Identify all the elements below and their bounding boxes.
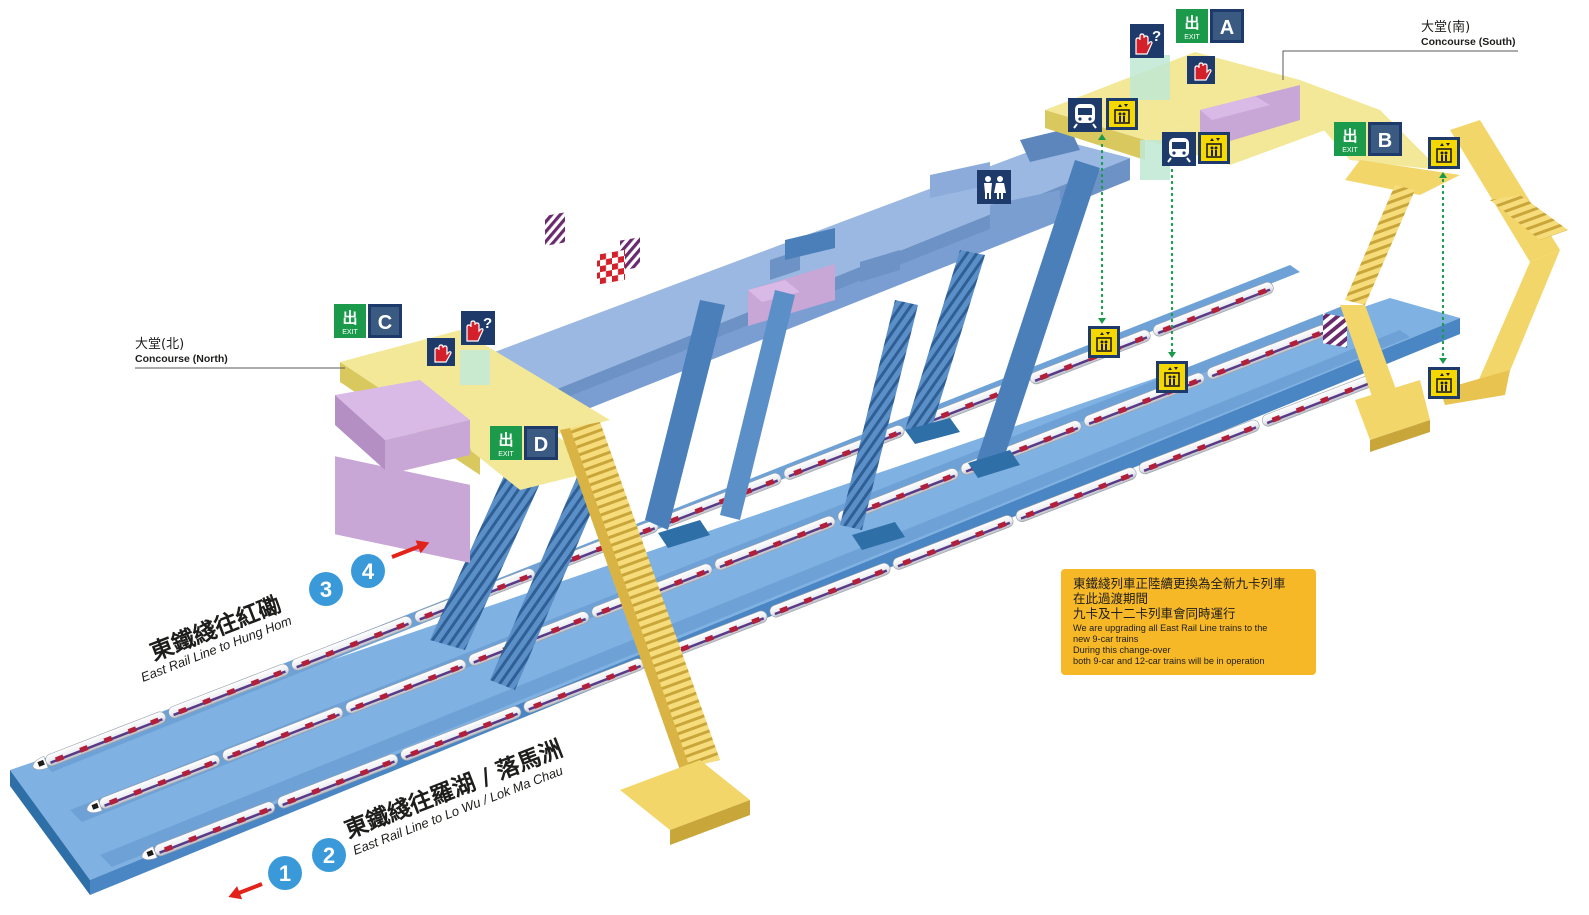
- exit-letter: D: [534, 434, 548, 456]
- checkered-block: [597, 249, 625, 285]
- notice-en-line: We are upgrading all East Rail Line trai…: [1073, 623, 1268, 633]
- exit-sign-b: 出 EXIT B: [1334, 122, 1402, 156]
- concourse-south-zh: 大堂(南): [1421, 19, 1470, 35]
- lift-icon: [1197, 131, 1231, 165]
- exit-label: EXIT: [498, 451, 514, 458]
- platform-number: 2: [323, 843, 335, 868]
- escalator-exit-d: [560, 422, 750, 845]
- train-icon: [1067, 97, 1103, 133]
- platform-numbers-upper: 3 4: [309, 554, 385, 606]
- ticket-machine-icon: [426, 337, 456, 367]
- arrow-icon: [391, 540, 430, 559]
- concourse-south-label: 大堂(南) Concourse (South): [1282, 19, 1518, 80]
- exit-label: EXIT: [1342, 147, 1358, 154]
- concourse-north-zh: 大堂(北): [135, 337, 184, 352]
- train-upgrade-notice: 東鐵綫列車正陸續更換為全新九卡列車 在此過渡期間 九卡及十二卡列車會同時運行 W…: [1061, 569, 1316, 675]
- concourse-south-en: Concourse (South): [1421, 36, 1516, 48]
- platform-number: 4: [362, 559, 375, 584]
- svg-text:出: 出: [1342, 127, 1357, 145]
- notice-zh-line: 九卡及十二卡列車會同時運行: [1073, 606, 1236, 621]
- notice-en-line: During this change-over: [1073, 645, 1171, 655]
- lift-icon: [1155, 360, 1189, 394]
- exit-letter: C: [378, 312, 392, 334]
- exit-sign-c: 出 EXIT C: [334, 304, 402, 338]
- lift-icon: [1087, 325, 1121, 359]
- customer-service-icon: [460, 310, 496, 346]
- toilet-icon: [977, 170, 1011, 204]
- platform-numbers-lower: 1 2: [268, 838, 346, 890]
- lift-icon: [1105, 97, 1139, 131]
- exit-label: EXIT: [342, 329, 358, 336]
- lift-icon: [1427, 136, 1461, 170]
- exit-sign-d: 出 EXIT D: [490, 426, 558, 460]
- exit-sign-a: 出 EXIT A: [1176, 9, 1244, 43]
- hatch-block-north: [545, 212, 565, 246]
- exit-letter: A: [1220, 17, 1234, 39]
- notice-en-line: new 9-car trains: [1073, 634, 1139, 644]
- notice-zh-line: 在此過渡期間: [1073, 591, 1149, 606]
- exit-label: EXIT: [1184, 34, 1200, 41]
- escalator-exit-b: [1340, 120, 1568, 452]
- escalators-blue: [430, 160, 1100, 690]
- exit-letter: B: [1378, 130, 1392, 152]
- concourse-north-label: 大堂(北) Concourse (North): [135, 337, 345, 369]
- glass-lift-north: [460, 350, 490, 385]
- customer-service-icon: [1129, 23, 1165, 59]
- concourse-north-en: Concourse (North): [135, 353, 228, 365]
- arrow-icon: [228, 882, 263, 900]
- platform-number: 1: [279, 861, 291, 886]
- train-icon: [1161, 131, 1197, 167]
- lift-connections: [1100, 143, 1445, 362]
- platform-number: 3: [320, 577, 332, 602]
- lift-icon: [1427, 366, 1461, 400]
- notice-zh-line: 東鐵綫列車正陸續更換為全新九卡列車: [1073, 576, 1286, 591]
- svg-text:出: 出: [498, 431, 513, 449]
- svg-text:出: 出: [342, 309, 357, 327]
- ticket-machine-icon: [1186, 55, 1216, 85]
- notice-en-line: both 9-car and 12-car trains will be in …: [1073, 656, 1265, 666]
- svg-text:出: 出: [1184, 14, 1199, 32]
